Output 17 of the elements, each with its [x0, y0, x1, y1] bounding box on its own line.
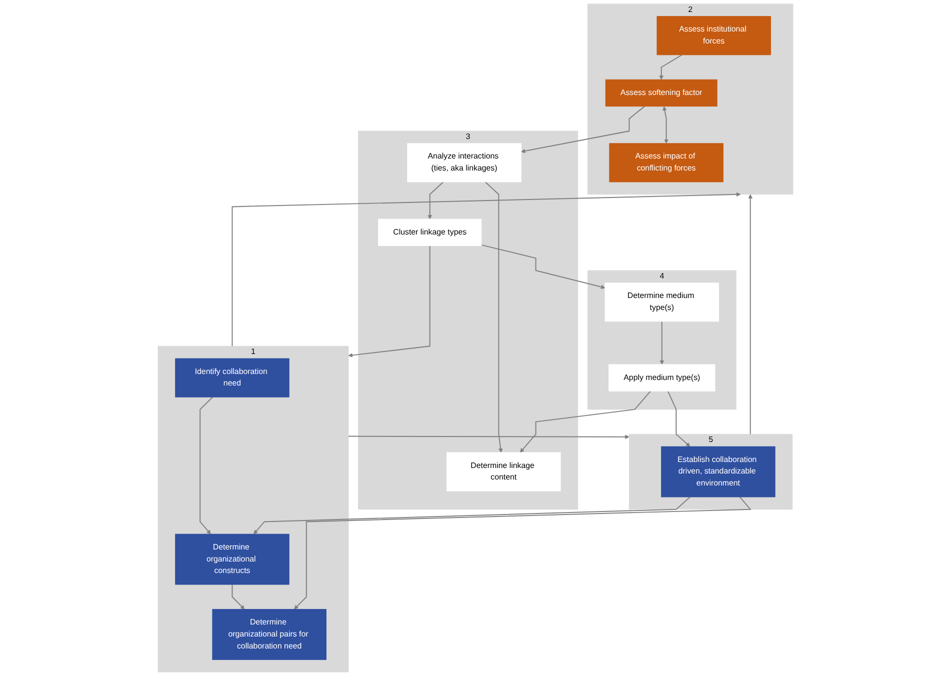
arrow: [348, 434, 630, 440]
arrow: [660, 320, 664, 365]
arrow: [428, 181, 444, 220]
arrow: [662, 106, 668, 144]
arrow: [254, 496, 690, 534]
arrow: [294, 496, 752, 610]
arrow: [667, 390, 690, 447]
arrow: [484, 181, 503, 453]
arrow: [659, 54, 682, 80]
arrow: [232, 192, 741, 347]
arrow: [520, 106, 646, 154]
arrow: [232, 584, 245, 610]
arrow: [480, 244, 606, 290]
arrow: [348, 245, 430, 358]
arrow: [748, 194, 753, 435]
arrow: [520, 390, 651, 453]
arrow: [200, 396, 214, 534]
